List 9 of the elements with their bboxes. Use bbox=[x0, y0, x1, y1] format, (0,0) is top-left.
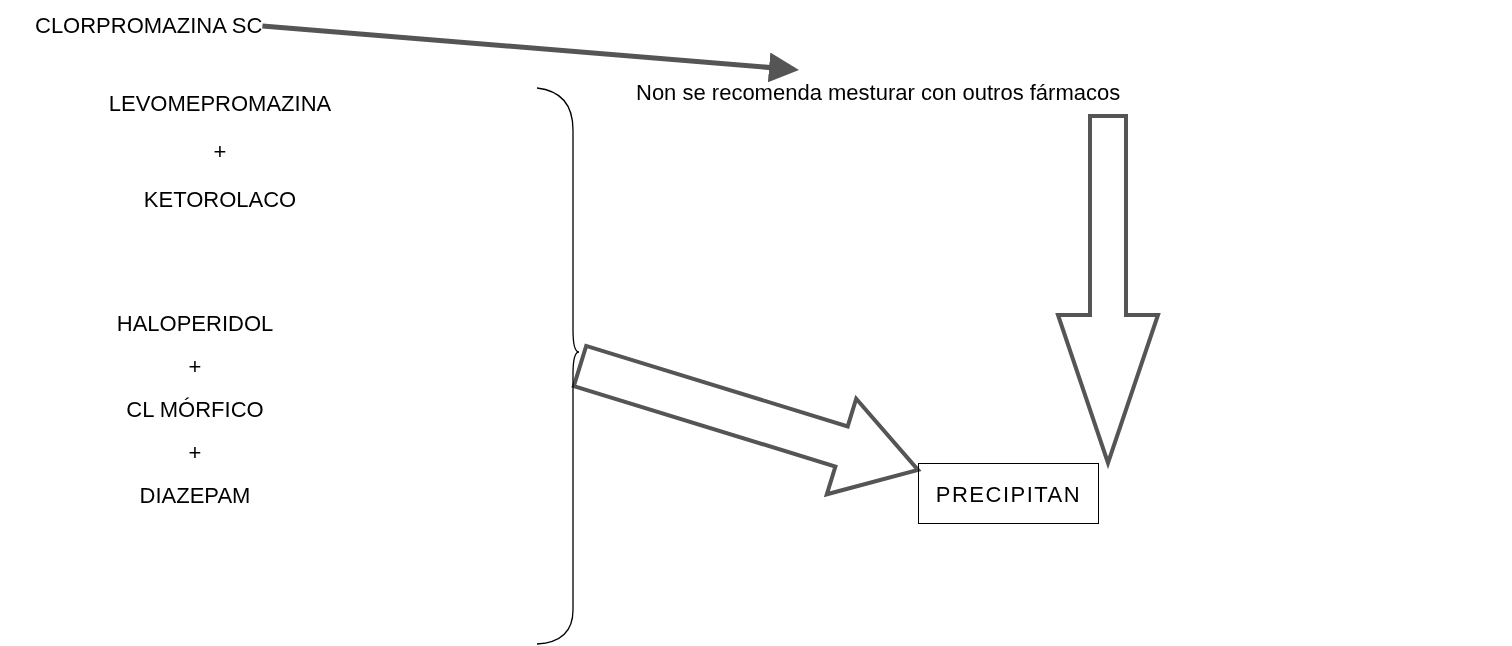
drug-combination-label: HALOPERIDOL + CL MÓRFICO + DIAZEPAM bbox=[40, 302, 350, 517]
block-arrow bbox=[571, 343, 922, 498]
block-arrow bbox=[1055, 114, 1161, 470]
drug-combination-label: LEVOMEPROMAZINA + KETOROLACO bbox=[40, 80, 400, 224]
result-box: PRECIPITAN bbox=[918, 463, 1099, 524]
curly-brace bbox=[535, 86, 580, 646]
drug-label: CLORPROMAZINA SC bbox=[35, 10, 263, 42]
note-text: Non se recomenda mesturar con outros fármacos bbox=[636, 70, 1196, 116]
arrow bbox=[262, 23, 799, 83]
